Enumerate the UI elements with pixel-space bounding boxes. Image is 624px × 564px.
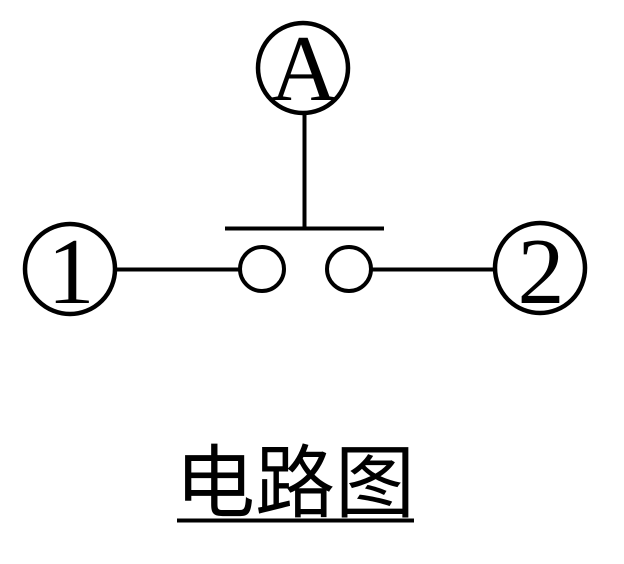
terminal-1-label: 1 (48, 220, 95, 324)
diagram-caption: 电路图 (175, 441, 415, 529)
contact-left-circle (238, 245, 286, 293)
terminal-a-label: A (270, 17, 338, 121)
contact-right-circle (325, 245, 373, 293)
terminal-2-label: 2 (518, 220, 565, 324)
